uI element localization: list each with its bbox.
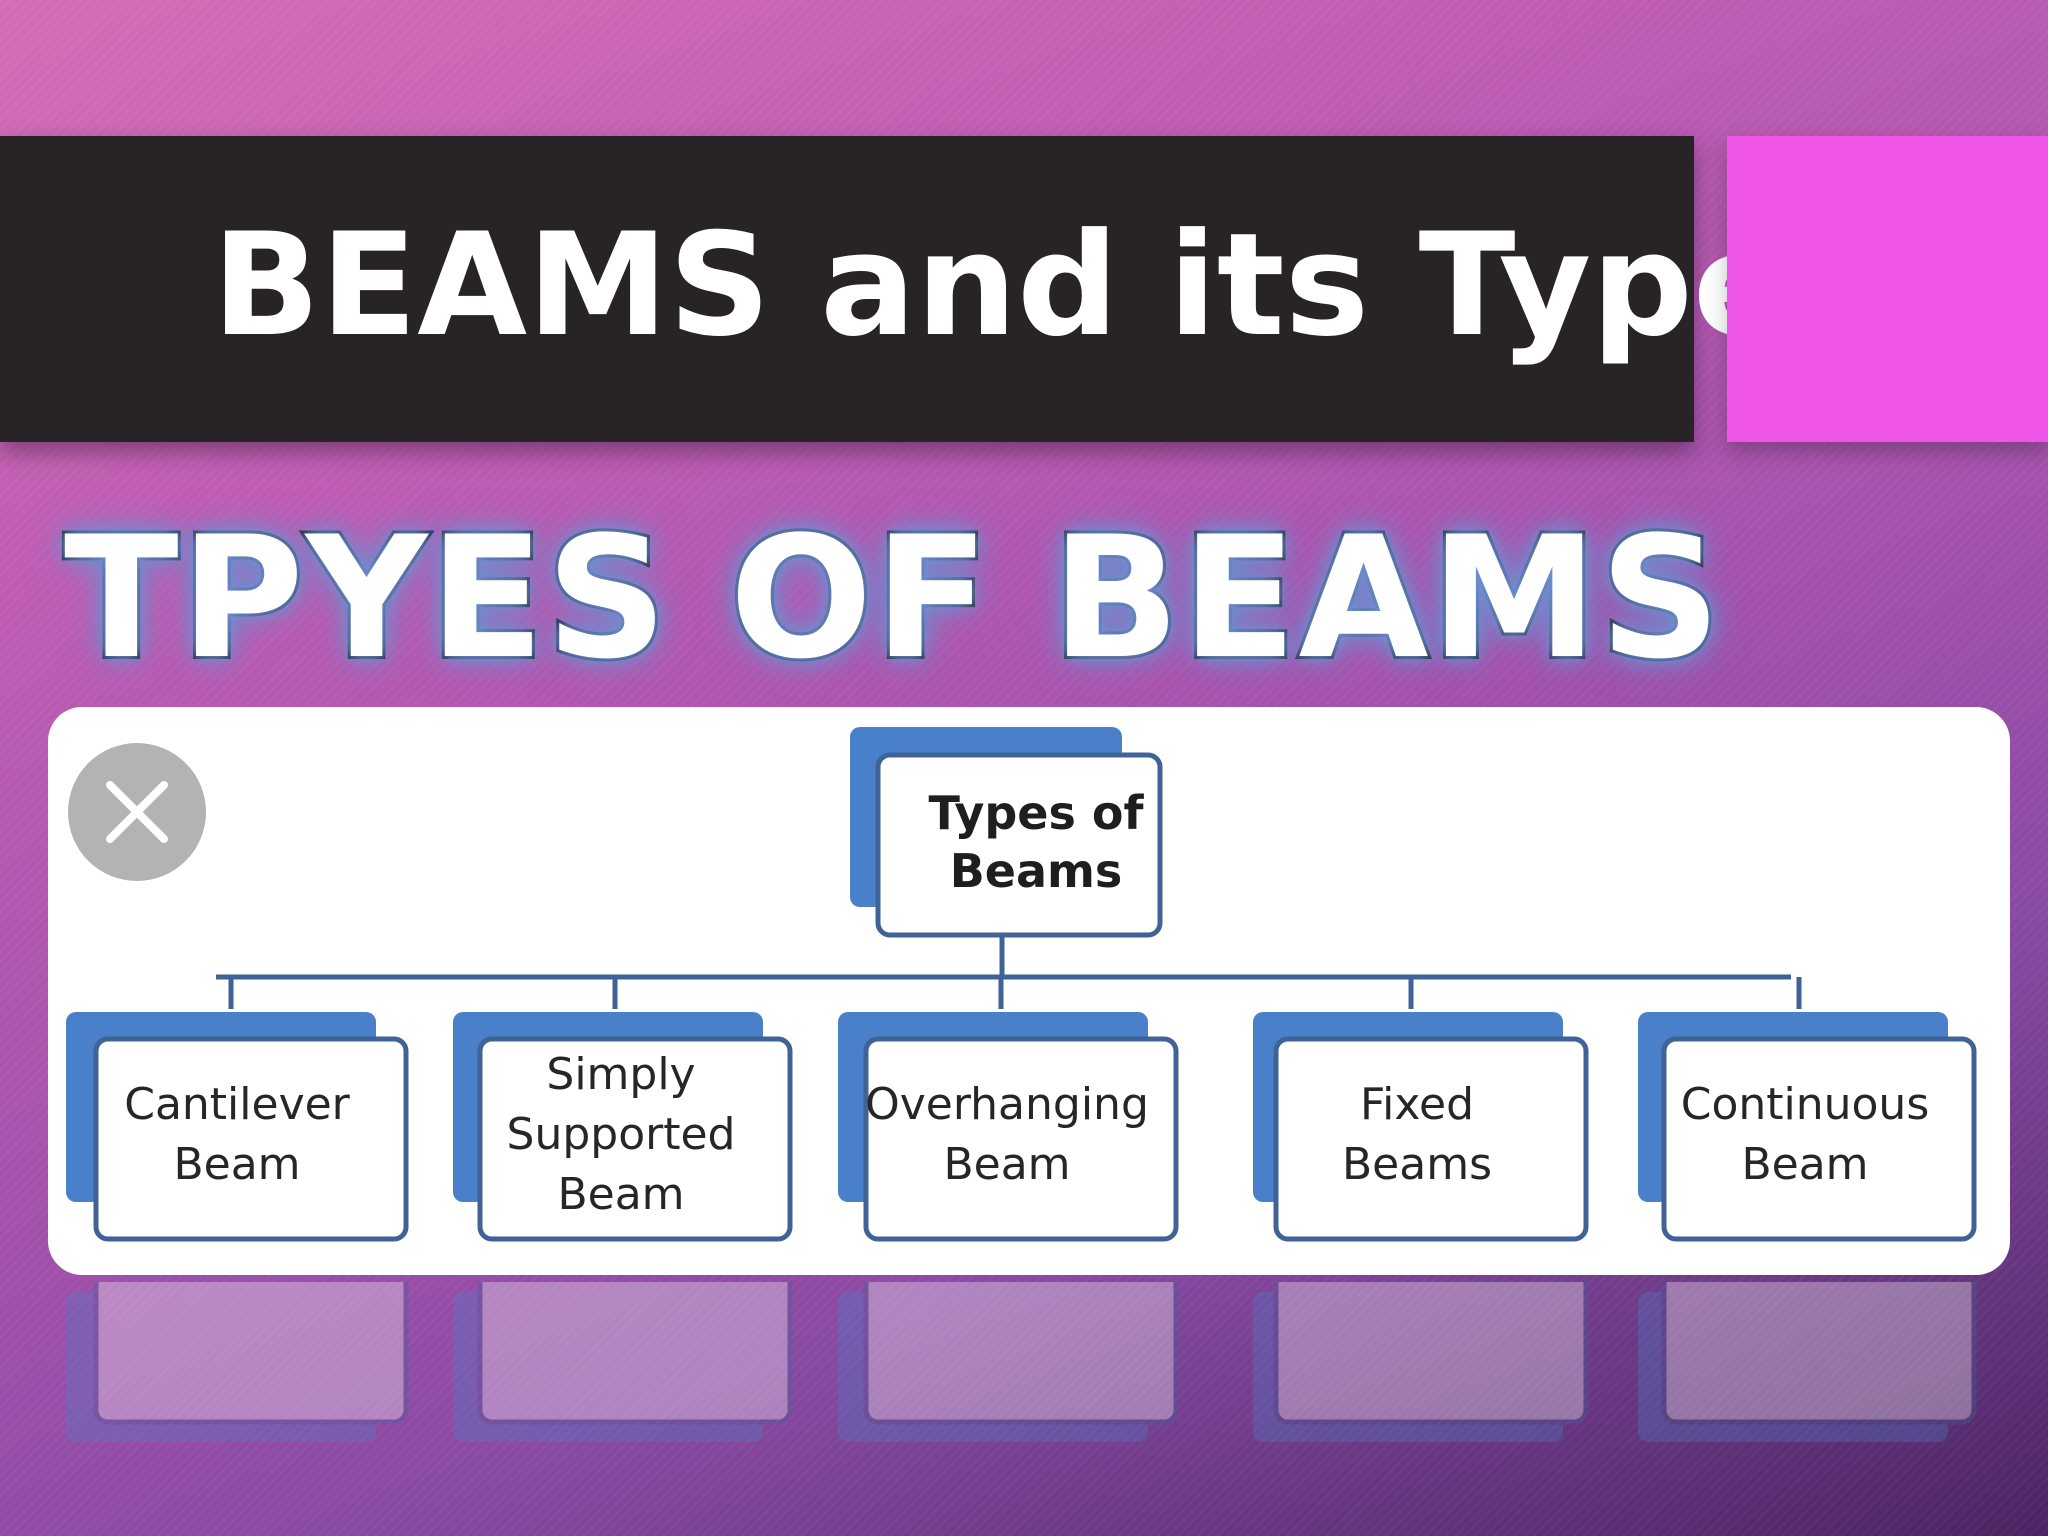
reflection-box [93, 1282, 409, 1425]
root-node: Types of Beams [850, 727, 1163, 938]
child-node-box [1661, 1036, 1977, 1242]
reflection-box [863, 1282, 1179, 1425]
slide-subtitle: TPYES OF BEAMS [61, 500, 1724, 696]
reflection-shadow [1253, 1292, 1563, 1442]
root-label-line1: Types of [928, 786, 1144, 840]
root-node-box [875, 752, 1163, 938]
reflection-shadow [453, 1292, 763, 1442]
reflection-box [1273, 1282, 1589, 1425]
child-node-box [863, 1036, 1179, 1242]
title-bar [0, 136, 1694, 442]
accent-block [1727, 136, 2048, 442]
child-label-line: Beams [1342, 1139, 1492, 1190]
close-button[interactable] [68, 743, 206, 881]
child-label-line: Simply [546, 1049, 695, 1100]
child-label-line: Beam [557, 1169, 684, 1220]
beam-types-diagram: Types of Beams CantileverBeamSimplySuppo… [66, 727, 1977, 1242]
child-label-line: Beam [1741, 1139, 1868, 1190]
close-icon [106, 781, 168, 843]
child-label-line: Continuous [1681, 1079, 1930, 1130]
reflection-box [1661, 1282, 1977, 1425]
child-node-box [93, 1036, 409, 1242]
reflection-shadow [1638, 1292, 1948, 1442]
root-label-line2: Beams [950, 844, 1123, 898]
slide-title: BEAMS and its Type [212, 203, 1790, 368]
child-label-line: Fixed [1360, 1079, 1474, 1130]
reflection-box [477, 1282, 793, 1425]
reflection-shadow [66, 1292, 376, 1442]
child-node-box [477, 1036, 793, 1242]
child-nodes: CantileverBeamSimplySupportedBeamOverhan… [66, 977, 1977, 1242]
child-label-line: Beam [173, 1139, 300, 1190]
reflection-shadow [838, 1292, 1148, 1442]
child-label-line: Supported [507, 1109, 736, 1160]
child-label-line: Cantilever [124, 1079, 350, 1130]
panel-reflection [48, 1282, 2010, 1452]
reflection-boxes [66, 1282, 1977, 1442]
child-label-line: Beam [943, 1139, 1070, 1190]
child-label-line: Overhanging [865, 1079, 1149, 1130]
child-node-box [1273, 1036, 1589, 1242]
